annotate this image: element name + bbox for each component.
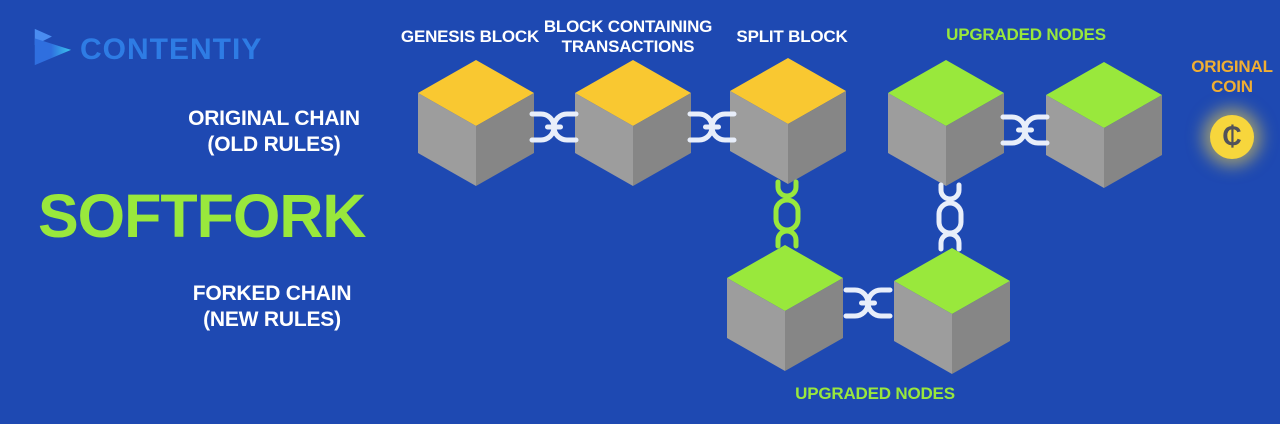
label-split-block: SPLIT BLOCK	[736, 27, 848, 46]
brand-name: CONTENTIY	[80, 32, 263, 66]
label-block-containing-transactions: BLOCK CONTAINING TRANSACTIONS	[543, 17, 713, 58]
caption-line: (NEW RULES)	[203, 308, 341, 332]
label-upgraded-nodes-top: UPGRADED NODES	[946, 25, 1106, 44]
cube-split-block	[730, 58, 846, 184]
chain-link-genesis-to-tx	[529, 111, 579, 143]
brand-logo: CONTENTIY	[30, 26, 262, 73]
caption-line: ORIGINAL CHAIN	[188, 107, 360, 130]
chain-link-split-to-forked-1	[773, 179, 801, 249]
caption-forked-chain: FORKED CHAIN (NEW RULES)	[193, 281, 352, 334]
label-line: BLOCK CONTAINING	[543, 17, 713, 36]
label-line: COIN	[1211, 77, 1253, 97]
chain-link-forked-1-to-2	[843, 287, 893, 319]
label-genesis-block: GENESIS BLOCK	[400, 27, 540, 46]
label-line: ORIGINAL	[1191, 57, 1273, 76]
label-line: TRANSACTIONS	[561, 37, 695, 57]
contentiy-logo-icon	[30, 26, 72, 73]
chain-link-node-1-to-forked-2	[936, 182, 964, 252]
chain-link-tx-to-split	[687, 111, 737, 143]
caption-original-chain: ORIGINAL CHAIN (OLD RULES)	[188, 106, 360, 159]
original-coin-icon: ₵	[1210, 115, 1254, 159]
page-title: SOFTFORK	[38, 182, 366, 250]
caption-line: (OLD RULES)	[207, 133, 341, 157]
cube-genesis-block	[418, 60, 534, 186]
chain-link-upgraded-1-to-2	[1000, 114, 1050, 146]
coin-currency-symbol: ₵	[1222, 120, 1242, 151]
cube-tx-block	[575, 60, 691, 186]
cube-upgraded-node-2	[1046, 62, 1162, 188]
label-original-coin: ORIGINAL COIN	[1191, 57, 1273, 98]
caption-line: FORKED CHAIN	[192, 282, 352, 305]
cube-upgraded-node-1	[888, 60, 1004, 186]
cube-forked-node-2	[894, 248, 1010, 374]
label-upgraded-nodes-bottom: UPGRADED NODES	[795, 384, 955, 403]
cube-forked-node-1	[727, 245, 843, 371]
